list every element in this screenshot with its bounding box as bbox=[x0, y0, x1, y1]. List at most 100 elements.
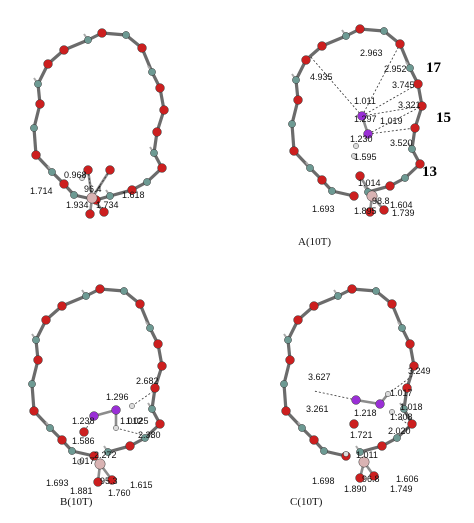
oxygen-atom bbox=[395, 39, 405, 49]
aluminum-atom bbox=[86, 192, 98, 204]
oxygen-atom bbox=[59, 179, 69, 189]
ring-bonds bbox=[282, 287, 416, 480]
distance-label: 1.308 bbox=[390, 412, 413, 422]
interaction-line bbox=[91, 169, 111, 199]
oxygen-atom bbox=[85, 209, 95, 219]
oxygen-atom bbox=[57, 301, 67, 311]
panel-caption: C(10T) bbox=[290, 496, 323, 508]
silicon-atom bbox=[320, 447, 328, 455]
distance-label: 1.734 bbox=[96, 200, 119, 210]
silicon-atom bbox=[150, 149, 158, 157]
distance-label: 1.297 bbox=[354, 114, 377, 124]
atom-number-label: 17 bbox=[426, 60, 442, 76]
silicon-atom bbox=[34, 80, 42, 88]
distance-label: 96.4 bbox=[84, 184, 102, 194]
interaction-line bbox=[361, 83, 419, 117]
oxygen-atom bbox=[293, 95, 303, 105]
oxygen-atom bbox=[95, 284, 105, 294]
oxygen-atom bbox=[369, 471, 379, 481]
ring-atoms bbox=[28, 284, 167, 487]
oxygen-atom bbox=[349, 191, 359, 201]
oxygen-atom bbox=[107, 475, 117, 485]
distance-label: 1.881 bbox=[70, 486, 93, 496]
hydrogen-atom bbox=[353, 143, 359, 149]
oxygen-atom bbox=[349, 419, 359, 429]
oxygen-atom bbox=[157, 163, 167, 173]
distance-label: 1.693 bbox=[312, 204, 335, 214]
distance-label: 3.627 bbox=[308, 372, 331, 382]
interaction-line bbox=[367, 127, 416, 135]
oxygen-atom bbox=[409, 361, 419, 371]
silicon-atom bbox=[104, 448, 112, 456]
silicon-atom bbox=[30, 124, 38, 132]
oxygen-atom bbox=[29, 406, 39, 416]
silicon-atom bbox=[46, 424, 54, 432]
interaction-line bbox=[309, 55, 363, 117]
atom-number-label: 13 bbox=[422, 164, 437, 180]
nitrogen-atom bbox=[357, 111, 367, 121]
distance-label: 1.618 bbox=[122, 190, 145, 200]
oxygen-atom bbox=[31, 150, 41, 160]
interaction-line bbox=[387, 375, 413, 395]
silicon-atom bbox=[328, 187, 336, 195]
distance-label: 1.014 bbox=[358, 178, 381, 188]
distance-label: 0.968 bbox=[64, 170, 87, 180]
nitrogen-atom bbox=[375, 399, 385, 409]
oxygen-atom bbox=[159, 105, 169, 115]
hydrogen-atom bbox=[351, 153, 357, 159]
silicon-atom bbox=[280, 380, 288, 388]
silicon-atom bbox=[32, 336, 40, 344]
distance-label: 3.249 bbox=[408, 366, 431, 376]
hydrogen-atom bbox=[129, 403, 135, 409]
oxygen-atom bbox=[153, 339, 163, 349]
silicon-atom bbox=[122, 31, 130, 39]
oxygen-atom bbox=[127, 185, 137, 195]
oxygen-atom bbox=[135, 299, 145, 309]
aluminum-atom bbox=[94, 458, 106, 470]
nitrogen-atom bbox=[363, 129, 373, 139]
hydrogen-atom bbox=[385, 391, 391, 397]
silicon-atom bbox=[398, 324, 406, 332]
oxygen-atom bbox=[405, 339, 415, 349]
panel-caption: B(10T) bbox=[60, 496, 93, 508]
distance-label: 1.017 bbox=[390, 388, 413, 398]
silicon-atom bbox=[148, 405, 156, 413]
ring-atoms bbox=[288, 24, 427, 217]
distance-label: 96.8 bbox=[362, 474, 380, 484]
distance-label: 3.520 bbox=[390, 138, 413, 148]
distance-label: 1.606 bbox=[396, 474, 419, 484]
distance-label: 1.012 bbox=[120, 416, 143, 426]
oxygen-atom bbox=[155, 83, 165, 93]
oxygen-atom bbox=[410, 123, 420, 133]
interaction-line bbox=[313, 390, 357, 401]
oxygen-atom bbox=[317, 175, 327, 185]
distance-label: 2.020 bbox=[388, 426, 411, 436]
oxygen-atom bbox=[93, 477, 103, 487]
distance-label: 2.682 bbox=[136, 376, 159, 386]
distance-label: 1.586 bbox=[72, 436, 95, 446]
distance-label: 1.595 bbox=[354, 152, 377, 162]
oxygen-atom bbox=[417, 101, 427, 111]
oxygen-atom bbox=[379, 205, 389, 215]
oxygen-atom bbox=[289, 146, 299, 156]
distance-label: 3.261 bbox=[306, 404, 329, 414]
silicon-atom bbox=[70, 191, 78, 199]
silicon-atom bbox=[372, 287, 380, 295]
distance-label: 1.615 bbox=[130, 480, 153, 490]
distance-label: 1.017 bbox=[72, 456, 95, 466]
silicon-atom bbox=[298, 424, 306, 432]
ring-atoms bbox=[280, 284, 419, 483]
distance-label: 1.698 bbox=[312, 476, 335, 486]
silicon-atom bbox=[84, 36, 92, 44]
silicon-atom bbox=[380, 27, 388, 35]
silicon-atom bbox=[284, 336, 292, 344]
oxygen-atom bbox=[41, 315, 51, 325]
silicon-atom bbox=[146, 324, 154, 332]
silicon-atom bbox=[288, 120, 296, 128]
oxygen-atom bbox=[301, 55, 311, 65]
distance-label: 2.952 bbox=[384, 64, 407, 74]
